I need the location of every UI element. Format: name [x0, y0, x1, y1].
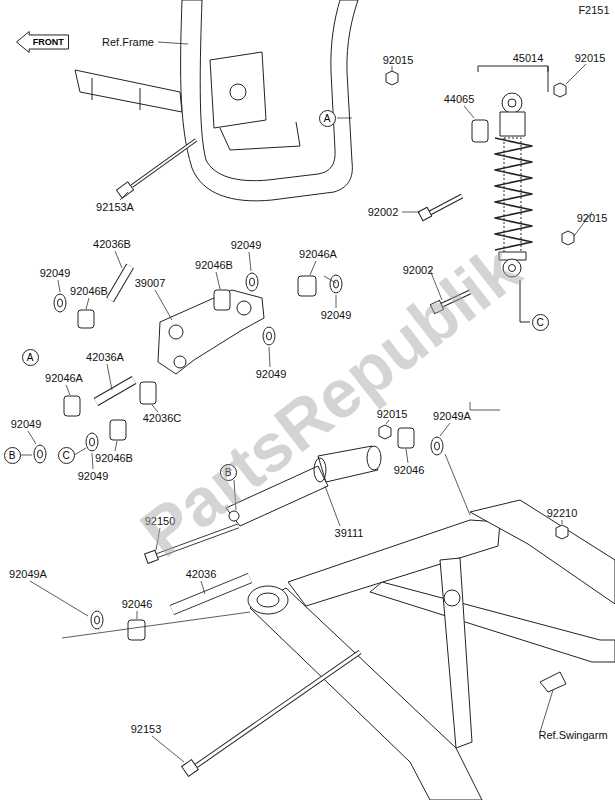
reference-letter: C: [62, 450, 69, 461]
frame: [75, 0, 358, 201]
callout-number: 42036C: [143, 412, 182, 424]
callout-number: Ref.Swingarm: [538, 729, 607, 741]
callout-number: 45014: [513, 52, 544, 64]
callout-number: 92046: [394, 464, 425, 476]
bolt: [116, 140, 196, 198]
direction-label: FRONT: [33, 31, 64, 53]
callout-number: Ref.Frame: [102, 36, 154, 48]
callout-number: 92153A: [96, 201, 134, 213]
callout-number: 92046B: [195, 259, 233, 271]
reference-letter: C: [536, 317, 543, 328]
callout-number: 92049: [78, 470, 109, 482]
reference-circle: A: [319, 110, 336, 127]
callout-number: 92046B: [70, 285, 108, 297]
front-arrow: FRONT: [16, 31, 69, 53]
callout-number: 42036A: [86, 351, 124, 363]
callout-number: 92049: [11, 418, 42, 430]
callout-number: 92002: [368, 206, 399, 218]
callout-number: 92015: [577, 212, 608, 224]
callout-number: 92049: [40, 267, 71, 279]
callout-number: 92049: [231, 239, 262, 251]
reference-circle: C: [58, 447, 75, 464]
callout-number: 92049: [256, 368, 287, 380]
callout-number: 39111: [335, 527, 364, 539]
callout-number: 92049: [321, 309, 352, 321]
callout-number: 92046A: [45, 372, 83, 384]
bolt: [418, 196, 462, 221]
leader-lines: [20, 42, 592, 762]
reference-circle: B: [4, 447, 21, 464]
callout-number: 92046: [122, 598, 153, 610]
callout-number: 92015: [377, 408, 408, 420]
reference-letter: A: [27, 352, 34, 363]
callout-number: 42036: [186, 568, 217, 580]
callout-number: 92046A: [299, 248, 337, 260]
reference-circle: C: [532, 314, 549, 331]
callout-number: 92153: [131, 723, 162, 735]
bolt: [182, 652, 360, 776]
callout-number: 92049A: [433, 410, 471, 422]
callout-number: 92210: [547, 507, 578, 519]
callout-number: 92015: [383, 54, 414, 66]
link: [158, 290, 264, 374]
swingarm: [248, 500, 615, 800]
reference-letter: B: [9, 450, 16, 461]
callout-number: 92049A: [9, 568, 47, 580]
callout-number: 92046B: [95, 452, 133, 464]
callout-number: 42036B: [93, 238, 131, 250]
callout-number: 44065: [444, 93, 475, 105]
callout-number: 39007: [135, 277, 166, 289]
callout-number: 92002: [403, 264, 434, 276]
callout-number: 92015: [575, 52, 606, 64]
figure-number: F2151: [578, 4, 609, 16]
reference-circle: A: [22, 349, 39, 366]
reference-letter: A: [324, 113, 331, 124]
